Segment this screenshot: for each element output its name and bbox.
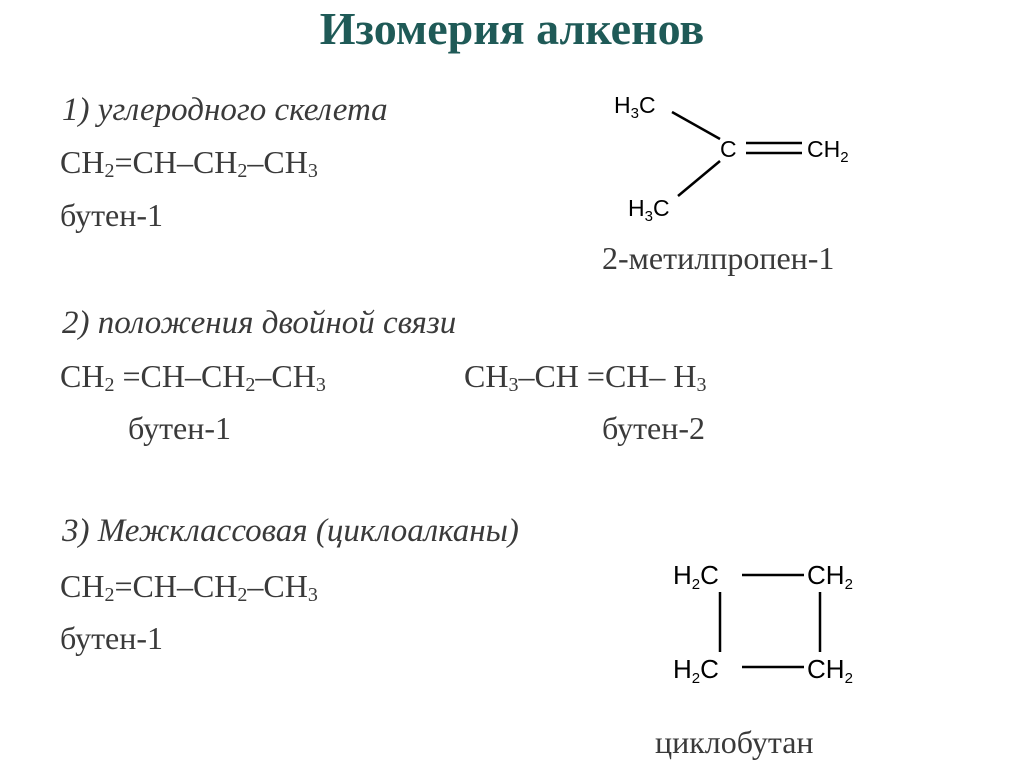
cyclobutane-top-right: CH2 [807, 560, 853, 593]
cyclobutane-bottom-left: H2C [673, 654, 719, 687]
page-title: Изомерия алкенов [319, 3, 705, 54]
section1-formula: CH2=CH–CH2–CH3 [60, 144, 318, 182]
methylpropene-bottom-group: H3C [628, 195, 670, 225]
section1-heading: 1) углеродного скелета [62, 92, 388, 128]
section2-heading: 2) положения двойной связи [62, 305, 457, 341]
methylpropene-center-atom: C [720, 136, 737, 162]
section3-name: бутен-1 [60, 620, 164, 656]
methylpropene-right-group: CH2 [807, 136, 849, 166]
cyclobutane-name: циклобутан [655, 724, 814, 760]
methylpropene-name: 2-метилпропен-1 [602, 240, 835, 276]
methylpropene-upper-bond [671, 110, 721, 141]
methylpropene-lower-bond [677, 160, 721, 197]
section1-name: бутен-1 [60, 197, 164, 233]
section3-heading: 3) Межклассовая (циклоалканы) [62, 513, 519, 549]
methylpropene-top-group: H3C [614, 92, 656, 122]
section2-right-formula: CH3–CH =CH– H3 [464, 358, 707, 396]
section2-left-name: бутен-1 [128, 410, 232, 446]
cyclobutane-bottom-right: CH2 [807, 654, 853, 687]
section2-left-formula: CH2 =CH–CH2–CH3 [60, 358, 326, 396]
section2-right-name: бутен-2 [602, 410, 706, 446]
cyclobutane-top-left: H2C [673, 560, 719, 593]
section3-formula: CH2=CH–CH2–CH3 [60, 568, 318, 606]
